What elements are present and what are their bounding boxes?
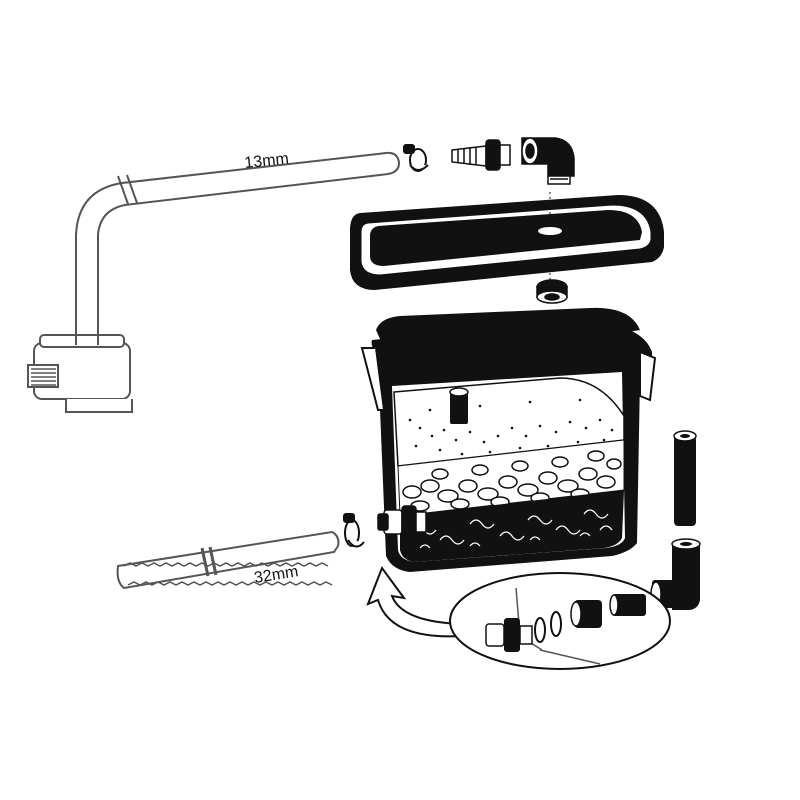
filter-foam-icon: [393, 377, 625, 467]
outlet-detail-magnifier-icon: [449, 572, 671, 670]
filter-media-icon: [397, 439, 625, 562]
small-hose-icon: [75, 151, 401, 345]
inlet-fitting-icon: [377, 505, 427, 539]
hose-clip-icon: [403, 144, 429, 172]
elbow-fitting-icon: [521, 137, 575, 185]
outlet-elbow-icon: [650, 538, 701, 610]
outlet-pipe-icon: [673, 430, 697, 526]
filter-lid-icon: [350, 192, 664, 290]
small-hose-label: 13mm: [244, 150, 290, 172]
hose-tail-connector-icon: [451, 139, 511, 171]
curved-arrow-icon: [366, 565, 463, 638]
large-hose-clip-icon: [343, 513, 365, 548]
large-hose-label: 32mm: [253, 563, 300, 587]
large-hose-icon: [116, 530, 340, 590]
pump-icon: [27, 334, 133, 413]
lid-nut-icon: [536, 279, 568, 304]
